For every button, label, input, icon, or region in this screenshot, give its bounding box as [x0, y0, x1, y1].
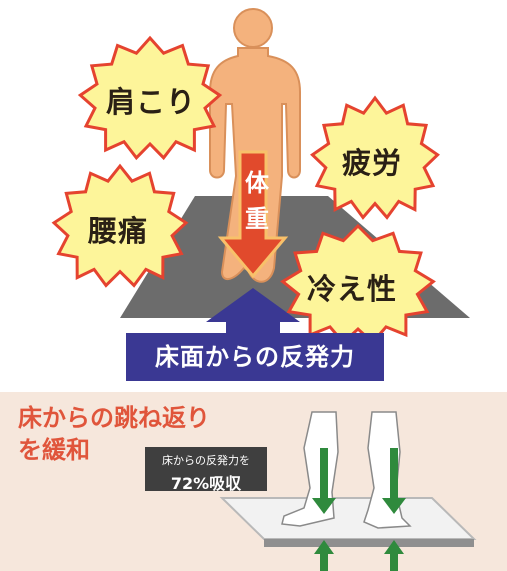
burst-cold: [280, 223, 436, 345]
symptom-shoulder-label: 肩こり: [106, 85, 197, 119]
burst-back: [51, 163, 189, 288]
symptom-fatigue-label: 疲労: [342, 146, 403, 180]
up-arrows: [314, 540, 404, 571]
symptom-cold-label: 冷え性: [307, 272, 398, 306]
down-arrows: [312, 448, 406, 514]
body-floor-illustration: [51, 8, 470, 345]
weight-label-char-1: 体: [245, 169, 269, 197]
section-heading: 床からの跳ね返り を緩和: [18, 402, 210, 466]
cushion-mat: [219, 497, 477, 540]
body-weight-arrow: [217, 150, 289, 279]
heading-line-1: 床からの跳ね返り: [18, 404, 210, 432]
burst-shoulder: [77, 35, 223, 161]
heading-line-2: を緩和: [18, 436, 90, 464]
stat-value: 72%吸収: [170, 474, 242, 493]
illustration-bottom: 床からの跳ね返り を緩和 床からの反発力を 72%吸収: [0, 392, 507, 571]
absorption-stat-box: 床からの反発力を 72%吸収: [145, 447, 267, 493]
upward-force-arrow: [206, 288, 300, 336]
burst-fatigue: [310, 95, 440, 220]
symptom-back-label: 腰痛: [88, 214, 149, 248]
stat-caption: 床からの反発力を: [162, 454, 250, 467]
weight-label-char-2: 重: [245, 205, 269, 233]
leg-right: [363, 411, 412, 529]
legs-mat-illustration: [219, 411, 477, 571]
mat-edge: [264, 539, 474, 547]
illustration-top: 肩こり 疲労 腰痛 冷え性 体 重 床面からの反発力: [51, 8, 470, 381]
floor-reaction-banner: 床面からの反発力: [126, 333, 384, 381]
